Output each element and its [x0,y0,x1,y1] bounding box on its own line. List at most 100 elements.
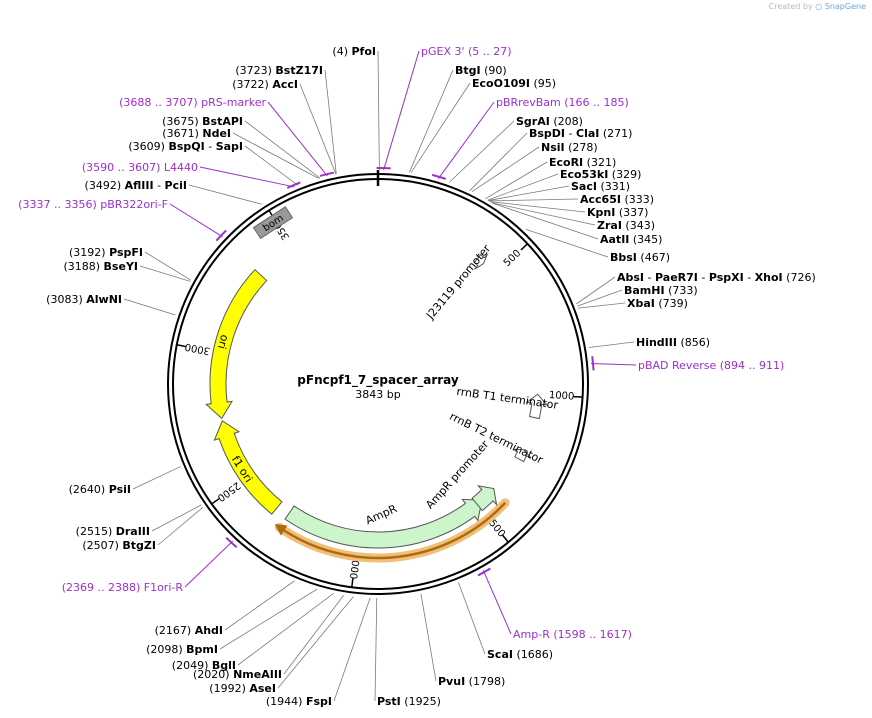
label-part: (3083) [46,293,86,306]
site-label: XbaI (739) [627,297,688,310]
primer-bind-mark [319,171,335,177]
label-part: ZraI [597,219,622,232]
leader-line [144,251,192,281]
label-part: AlwNI [86,293,122,306]
site-label: Eco53kI (329) [560,168,641,181]
label-part: HindIII [636,336,677,349]
orf-line [278,501,507,560]
label-part: - [644,271,655,284]
label-part: (2507) [82,539,122,552]
leader-line [492,202,599,240]
leader-line [219,588,318,650]
site-label: (3192) PspFI [69,246,143,259]
leader-line [578,302,626,309]
plasmid-name: pFncpf1_7_spacer_array [297,373,459,388]
label-part: - [698,271,709,284]
label-part: pBRrevBam (166 .. 185) [496,96,629,109]
leader-line [491,202,596,226]
label-part: (208) [550,115,583,128]
leader-line [525,229,609,258]
label-part: EcoO109I [472,77,530,90]
leader-line [299,83,337,175]
label-part: (337) [615,206,648,219]
leader-line [410,82,471,173]
site-label: AatII (345) [600,233,662,246]
primer-label: Amp-R (1598 .. 1617) [513,628,632,641]
label-part: (3337 .. 3356) pBR322ori-F [18,198,168,211]
label-part: (3492) [85,179,125,192]
label-part: (1944) [266,695,306,708]
leader-line [590,362,637,366]
leader-line [576,276,616,305]
leader-line [244,145,299,186]
site-labels: (4) PfoI(3723) BstZ17I(3722) AccI(3688 .… [18,45,816,708]
leader-line [469,132,528,191]
leader-line [324,69,337,175]
leader-line [458,582,486,655]
label-part: (726) [783,271,816,284]
site-label: KpnI (337) [587,206,648,219]
label-part: (1925) [401,695,441,708]
rrnb-t1-terminator-label: rrnB T1 terminator [456,385,560,412]
leader-line [132,466,181,490]
label-part: PciI [165,179,187,192]
label-part: NdeI [202,127,231,140]
label-part: (856) [677,336,710,349]
ampr-label: AmpR [364,502,400,527]
label-part: (3188) [63,260,103,273]
site-label: (3188) BseYI [63,260,138,273]
label-part: Acc65I [580,193,621,206]
site-label: BtgI (90) [455,64,507,77]
leader-line [169,203,223,238]
label-part: (343) [622,219,655,232]
tick-label: 1000 [549,390,575,403]
site-label: EcoRI (321) [549,156,616,169]
leader-line [487,173,559,201]
label-part: - [565,127,576,140]
tick-mark [520,243,529,251]
site-label: SgrAI (208) [516,115,583,128]
label-part: Amp-R (1598 .. 1617) [513,628,632,641]
j23119-promoter-label: J23119 promoter [423,242,493,323]
label-part: SapI [216,140,243,153]
leader-line [277,596,354,689]
label-part: PspFI [109,246,143,259]
primer-label: pGEX 3' (5 .. 27) [421,45,512,58]
label-part: PaeR7I [655,271,698,284]
label-part: (90) [481,64,507,77]
label-part: (2098) [146,643,186,656]
site-label: (2507) BtgZI [82,539,156,552]
snapgene-credit: Created by ○ SnapGene [769,2,866,11]
label-part: PspXI [709,271,744,284]
leader-line [409,69,454,173]
site-label: EcoO109I (95) [472,77,556,90]
ampr-promoter-arrow [471,485,498,512]
label-part: (329) [608,168,641,181]
site-label: SacI (331) [571,180,630,193]
label-part: (4) [332,45,351,58]
leader-line [151,504,202,532]
site-label: (2640) PsiI [69,483,131,496]
site-label: NsiI (278) [541,141,598,154]
label-part: (1686) [513,648,553,661]
leader-line [449,120,515,183]
site-label: (3083) AlwNI [46,293,122,306]
leader-line [157,506,204,546]
leader-line [577,289,623,307]
label-part: (331) [597,180,630,193]
bom-box [252,206,294,240]
site-label: PstI (1925) [377,695,441,708]
leader-line [237,593,334,666]
site-leader-lines [123,50,637,702]
site-label: (2020) NmeAIII [193,668,282,681]
leader-line [267,101,328,177]
site-label: BbsI (467) [610,251,670,264]
label-part: (3609) [128,140,168,153]
tick-mark [176,344,186,348]
label-part: XbaI [627,297,655,310]
leader-line [488,185,570,201]
label-part: (467) [637,251,670,264]
leader-line [383,50,420,171]
credit-prefix: Created by [768,2,813,11]
label-part: DraIII [116,525,150,538]
